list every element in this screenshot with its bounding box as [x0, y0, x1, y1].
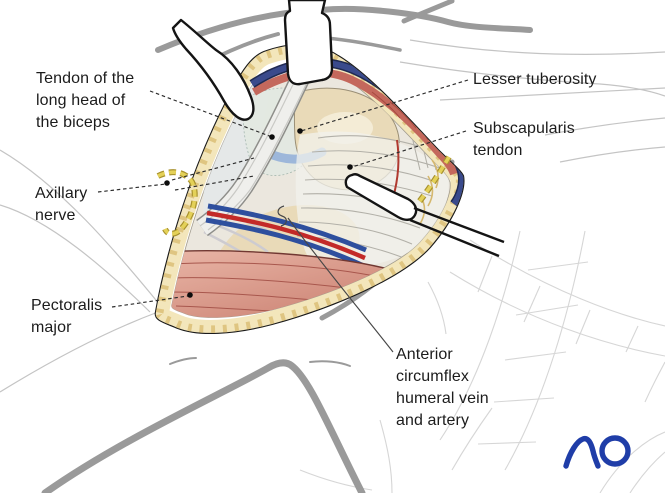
- skin-contours-thin: [0, 149, 161, 393]
- label-pectoralis-major: Pectoralis major: [31, 297, 103, 336]
- leader-subscapularis: [351, 130, 467, 168]
- leader-pectoralis: [111, 295, 189, 308]
- axillary-nerve: [156, 155, 452, 237]
- leader-lines: [97, 79, 469, 353]
- leader-biceps-tendon: [149, 90, 273, 138]
- label-biceps-tendon: Tendon of the long head of the biceps: [36, 70, 135, 131]
- leader-axillary-nerve: [97, 183, 167, 193]
- retractor-left: [171, 18, 255, 121]
- ao-logo: [563, 435, 631, 469]
- surgical-wound: [154, 43, 465, 335]
- label-lesser-tuberosity: Lesser tuberosity: [473, 71, 597, 88]
- retractor-top: [283, 0, 334, 86]
- label-circumflex-vessels: Anterior circumflex humeral vein and art…: [396, 346, 489, 429]
- anterior-circumflex-vessels: [205, 203, 367, 269]
- label-axillary-nerve: Axillary nerve: [35, 185, 88, 224]
- retractor-right: [344, 173, 505, 258]
- background-sketch: [299, 39, 665, 493]
- leader-lesser-tuberosity: [300, 79, 469, 132]
- leader-circumflex: [287, 217, 394, 353]
- label-subscapularis: Subscapularis tendon: [473, 120, 575, 159]
